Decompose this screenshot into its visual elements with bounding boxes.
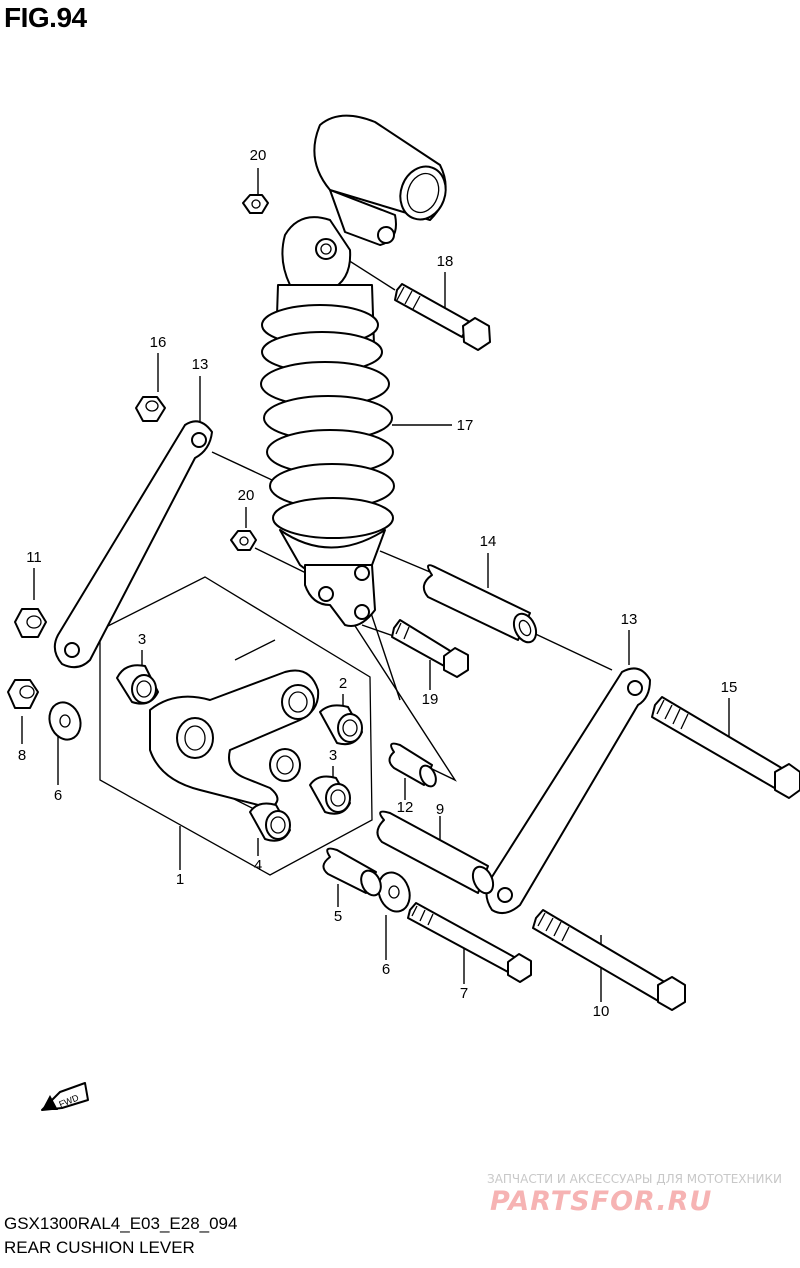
bolt-18 (394, 283, 491, 351)
callout-4: 4 (254, 857, 262, 874)
bearing-2 (319, 704, 363, 746)
bolt-7 (407, 902, 532, 983)
spacer-5 (322, 847, 382, 897)
nut-8 (7, 679, 39, 709)
callout-18: 18 (437, 253, 454, 270)
bearing-4 (249, 802, 291, 842)
callout-11: 11 (26, 549, 42, 566)
spacer-12 (388, 742, 437, 788)
figure-code: GSX1300RAL4_E03_E28_094 (4, 1214, 238, 1233)
callout-3: 3 (329, 747, 337, 764)
callout-20: 20 (238, 487, 255, 504)
callout-15: 15 (721, 679, 738, 696)
fwd-arrow-icon: FWD (41, 1082, 89, 1111)
callout-1: 1 (176, 871, 184, 888)
bolt-10 (532, 909, 686, 1011)
callout-7: 7 (460, 985, 468, 1002)
watermark-tagline: ЗАПЧАСТИ И АКСЕССУАРЫ ДЛЯ МОТОТЕХНИКИ (487, 1172, 783, 1186)
cushion-rod-13-left (53, 420, 213, 669)
figure-title: FIG.94 (4, 2, 87, 33)
callout-19: 19 (422, 691, 439, 708)
callout-6: 6 (382, 961, 390, 978)
figure-name: REAR CUSHION LEVER (4, 1238, 195, 1257)
cushion-rod-13-right (485, 667, 651, 915)
nut-11 (14, 608, 47, 638)
shock-absorber (260, 114, 447, 627)
nut-20-lower (230, 530, 257, 551)
callout-2: 2 (339, 675, 347, 692)
cushion-lever (149, 669, 320, 809)
callout-20: 20 (250, 147, 267, 164)
bolt-19 (391, 619, 469, 678)
callout-9: 9 (436, 801, 444, 818)
bearing-3-mid (309, 775, 351, 815)
callout-3: 3 (138, 631, 146, 648)
callout-13: 13 (621, 611, 638, 628)
nut-16 (135, 396, 166, 422)
callout-13: 13 (192, 356, 209, 373)
washer-6-left (48, 701, 82, 741)
callout-17: 17 (457, 417, 474, 434)
nut-20-upper (242, 194, 269, 214)
leader-lines (21, 168, 730, 1002)
bearing-3-top (116, 664, 159, 705)
callout-12: 12 (397, 799, 414, 816)
callout-10: 10 (593, 1003, 610, 1020)
callout-8: 8 (18, 747, 26, 764)
callout-16: 16 (150, 334, 167, 351)
bolt-15 (651, 696, 800, 799)
callout-14: 14 (480, 533, 497, 550)
watermark-logo: PARTSFOR.RU (490, 1186, 713, 1217)
washer-6-right (377, 871, 411, 913)
spacer-9 (376, 810, 495, 895)
callout-6: 6 (54, 787, 62, 804)
spacer-14 (422, 564, 538, 644)
callout-5: 5 (334, 908, 342, 925)
